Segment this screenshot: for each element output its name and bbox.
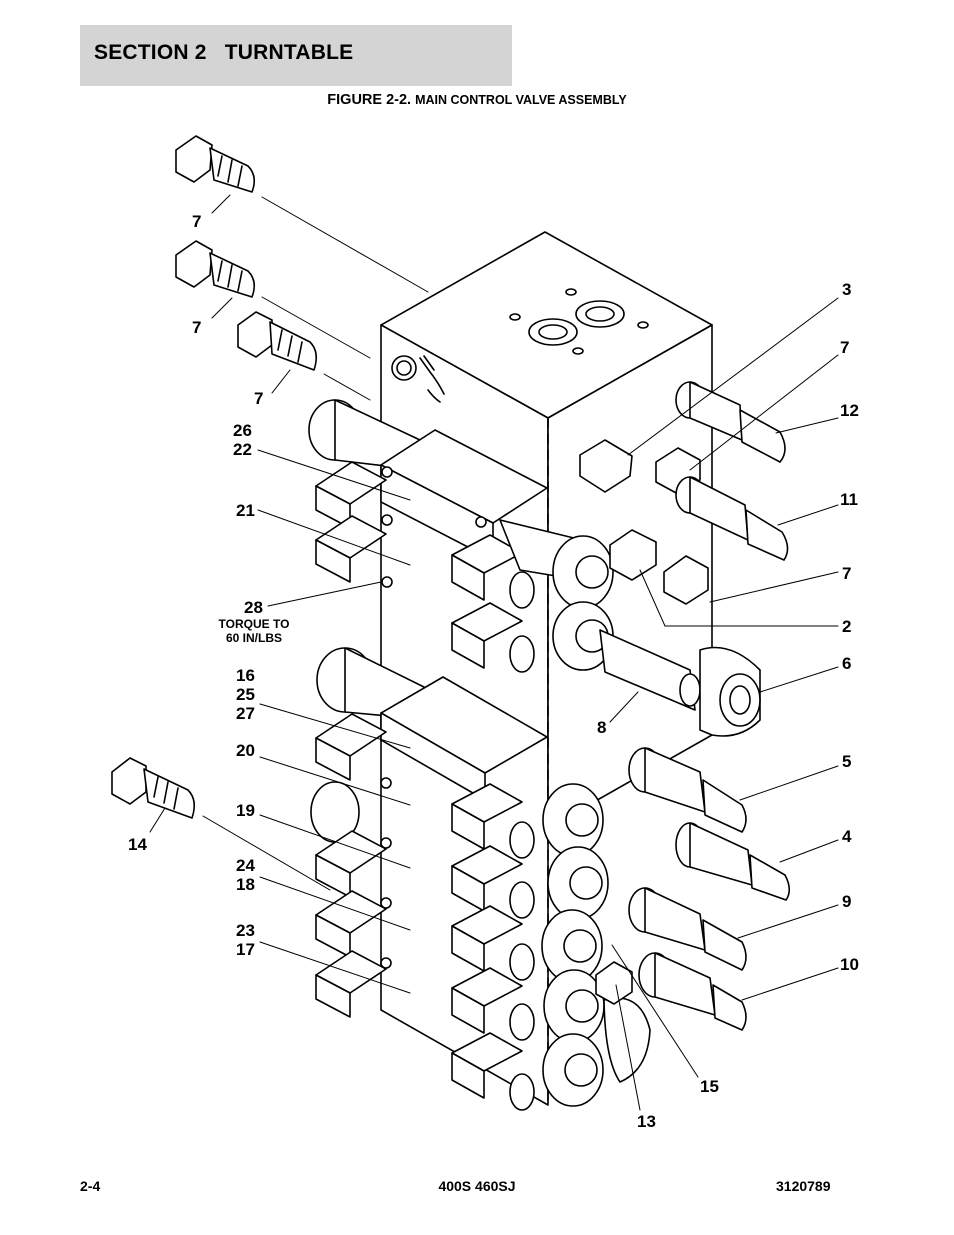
callout-28: 28 bbox=[244, 598, 263, 617]
callout-7-d: 7 bbox=[840, 338, 850, 357]
callout-16-25-27: 16 25 27 bbox=[236, 666, 255, 723]
callout-10: 10 bbox=[840, 955, 859, 974]
callout-5: 5 bbox=[842, 752, 852, 771]
callout-7-c: 7 bbox=[254, 389, 264, 408]
callout-14: 14 bbox=[128, 835, 147, 854]
document-number: 3120789 bbox=[776, 1178, 831, 1194]
callout-8: 8 bbox=[597, 718, 607, 737]
section-title: SECTION 2 TURNTABLE bbox=[94, 41, 354, 64]
coil-6 bbox=[699, 646, 761, 737]
callout-9: 9 bbox=[842, 892, 852, 911]
callout-24-18: 24 18 bbox=[236, 856, 255, 894]
callout-6: 6 bbox=[842, 654, 852, 673]
right-side-components bbox=[579, 381, 791, 1031]
leader-lines bbox=[149, 194, 839, 1111]
relief-valve-9 bbox=[628, 887, 747, 971]
figure-number: FIGURE 2-2. bbox=[327, 92, 412, 108]
cartridge-valve-7b bbox=[175, 240, 256, 298]
relief-valve-11 bbox=[675, 476, 789, 561]
callout-12: 12 bbox=[840, 401, 859, 420]
callout-23-17: 23 17 bbox=[236, 921, 255, 959]
callout-7-a: 7 bbox=[192, 212, 202, 231]
cartridge-valve-7c bbox=[237, 311, 318, 371]
solenoid-valve-8 bbox=[599, 629, 701, 711]
callout-20: 20 bbox=[236, 741, 255, 760]
cartridge-valve-7a bbox=[175, 135, 256, 193]
callout-3: 3 bbox=[842, 280, 852, 299]
relief-valve-5 bbox=[628, 747, 747, 833]
section-header: SECTION 2 TURNTABLE bbox=[80, 25, 512, 86]
model-number: 400S 460SJ bbox=[438, 1178, 516, 1194]
page-number: 2-4 bbox=[80, 1178, 101, 1194]
cartridge-valve-14 bbox=[111, 757, 196, 819]
solenoid-lower-group bbox=[310, 647, 651, 1111]
callout-15: 15 bbox=[700, 1077, 719, 1096]
callout-7-b: 7 bbox=[192, 318, 202, 337]
callout-21: 21 bbox=[236, 501, 255, 520]
jlg-logo bbox=[391, 355, 445, 403]
relief-valve-4 bbox=[675, 822, 791, 901]
callout-4: 4 bbox=[842, 827, 852, 846]
figure-caption: MAIN CONTROL VALVE ASSEMBLY bbox=[415, 93, 627, 107]
callout-13: 13 bbox=[637, 1112, 656, 1131]
figure-title: FIGURE 2-2. MAIN CONTROL VALVE ASSEMBLY bbox=[0, 92, 954, 108]
torque-note: TORQUE TO 60 IN/LBS bbox=[218, 617, 290, 645]
relief-valve-10 bbox=[638, 952, 747, 1031]
callout-7-e: 7 bbox=[842, 564, 852, 583]
callout-11: 11 bbox=[840, 490, 858, 509]
callout-2: 2 bbox=[842, 617, 852, 636]
callout-26-22: 26 22 bbox=[233, 421, 252, 459]
callout-19: 19 bbox=[236, 801, 255, 820]
solenoid-upper-group bbox=[308, 399, 614, 673]
